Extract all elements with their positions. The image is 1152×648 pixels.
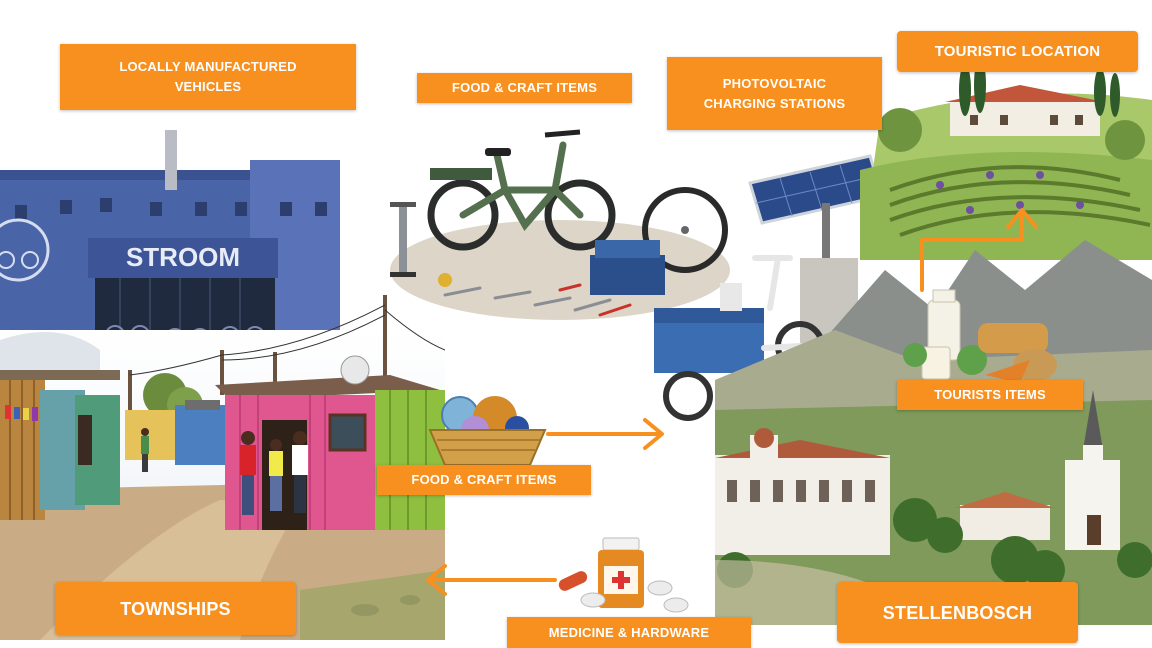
label-tourists-items: TOURISTS ITEMS — [897, 380, 1083, 410]
charging-station-scene — [650, 148, 890, 428]
label-medicine-hardware: MEDICINE & HARDWARE — [507, 617, 751, 648]
craft-basket — [425, 390, 550, 470]
label-vehicles: LOCALLY MANUFACTURED VEHICLES — [60, 44, 356, 110]
label-townships: TOWNSHIPS — [55, 582, 296, 635]
label-stellenbosch: STELLENBOSCH — [837, 582, 1078, 643]
label-pv-charging: PHOTOVOLTAIC CHARGING STATIONS — [667, 57, 882, 130]
label-food-craft-top: FOOD & CRAFT ITEMS — [417, 73, 632, 103]
bike-tools-scene — [385, 120, 740, 330]
medicine-items — [548, 530, 698, 620]
label-food-craft-mid: FOOD & CRAFT ITEMS — [377, 465, 591, 495]
factory-sign: STROOM — [126, 242, 240, 272]
tourist-goods — [900, 285, 1065, 390]
label-touristic-location: TOURISTIC LOCATION — [897, 31, 1138, 72]
